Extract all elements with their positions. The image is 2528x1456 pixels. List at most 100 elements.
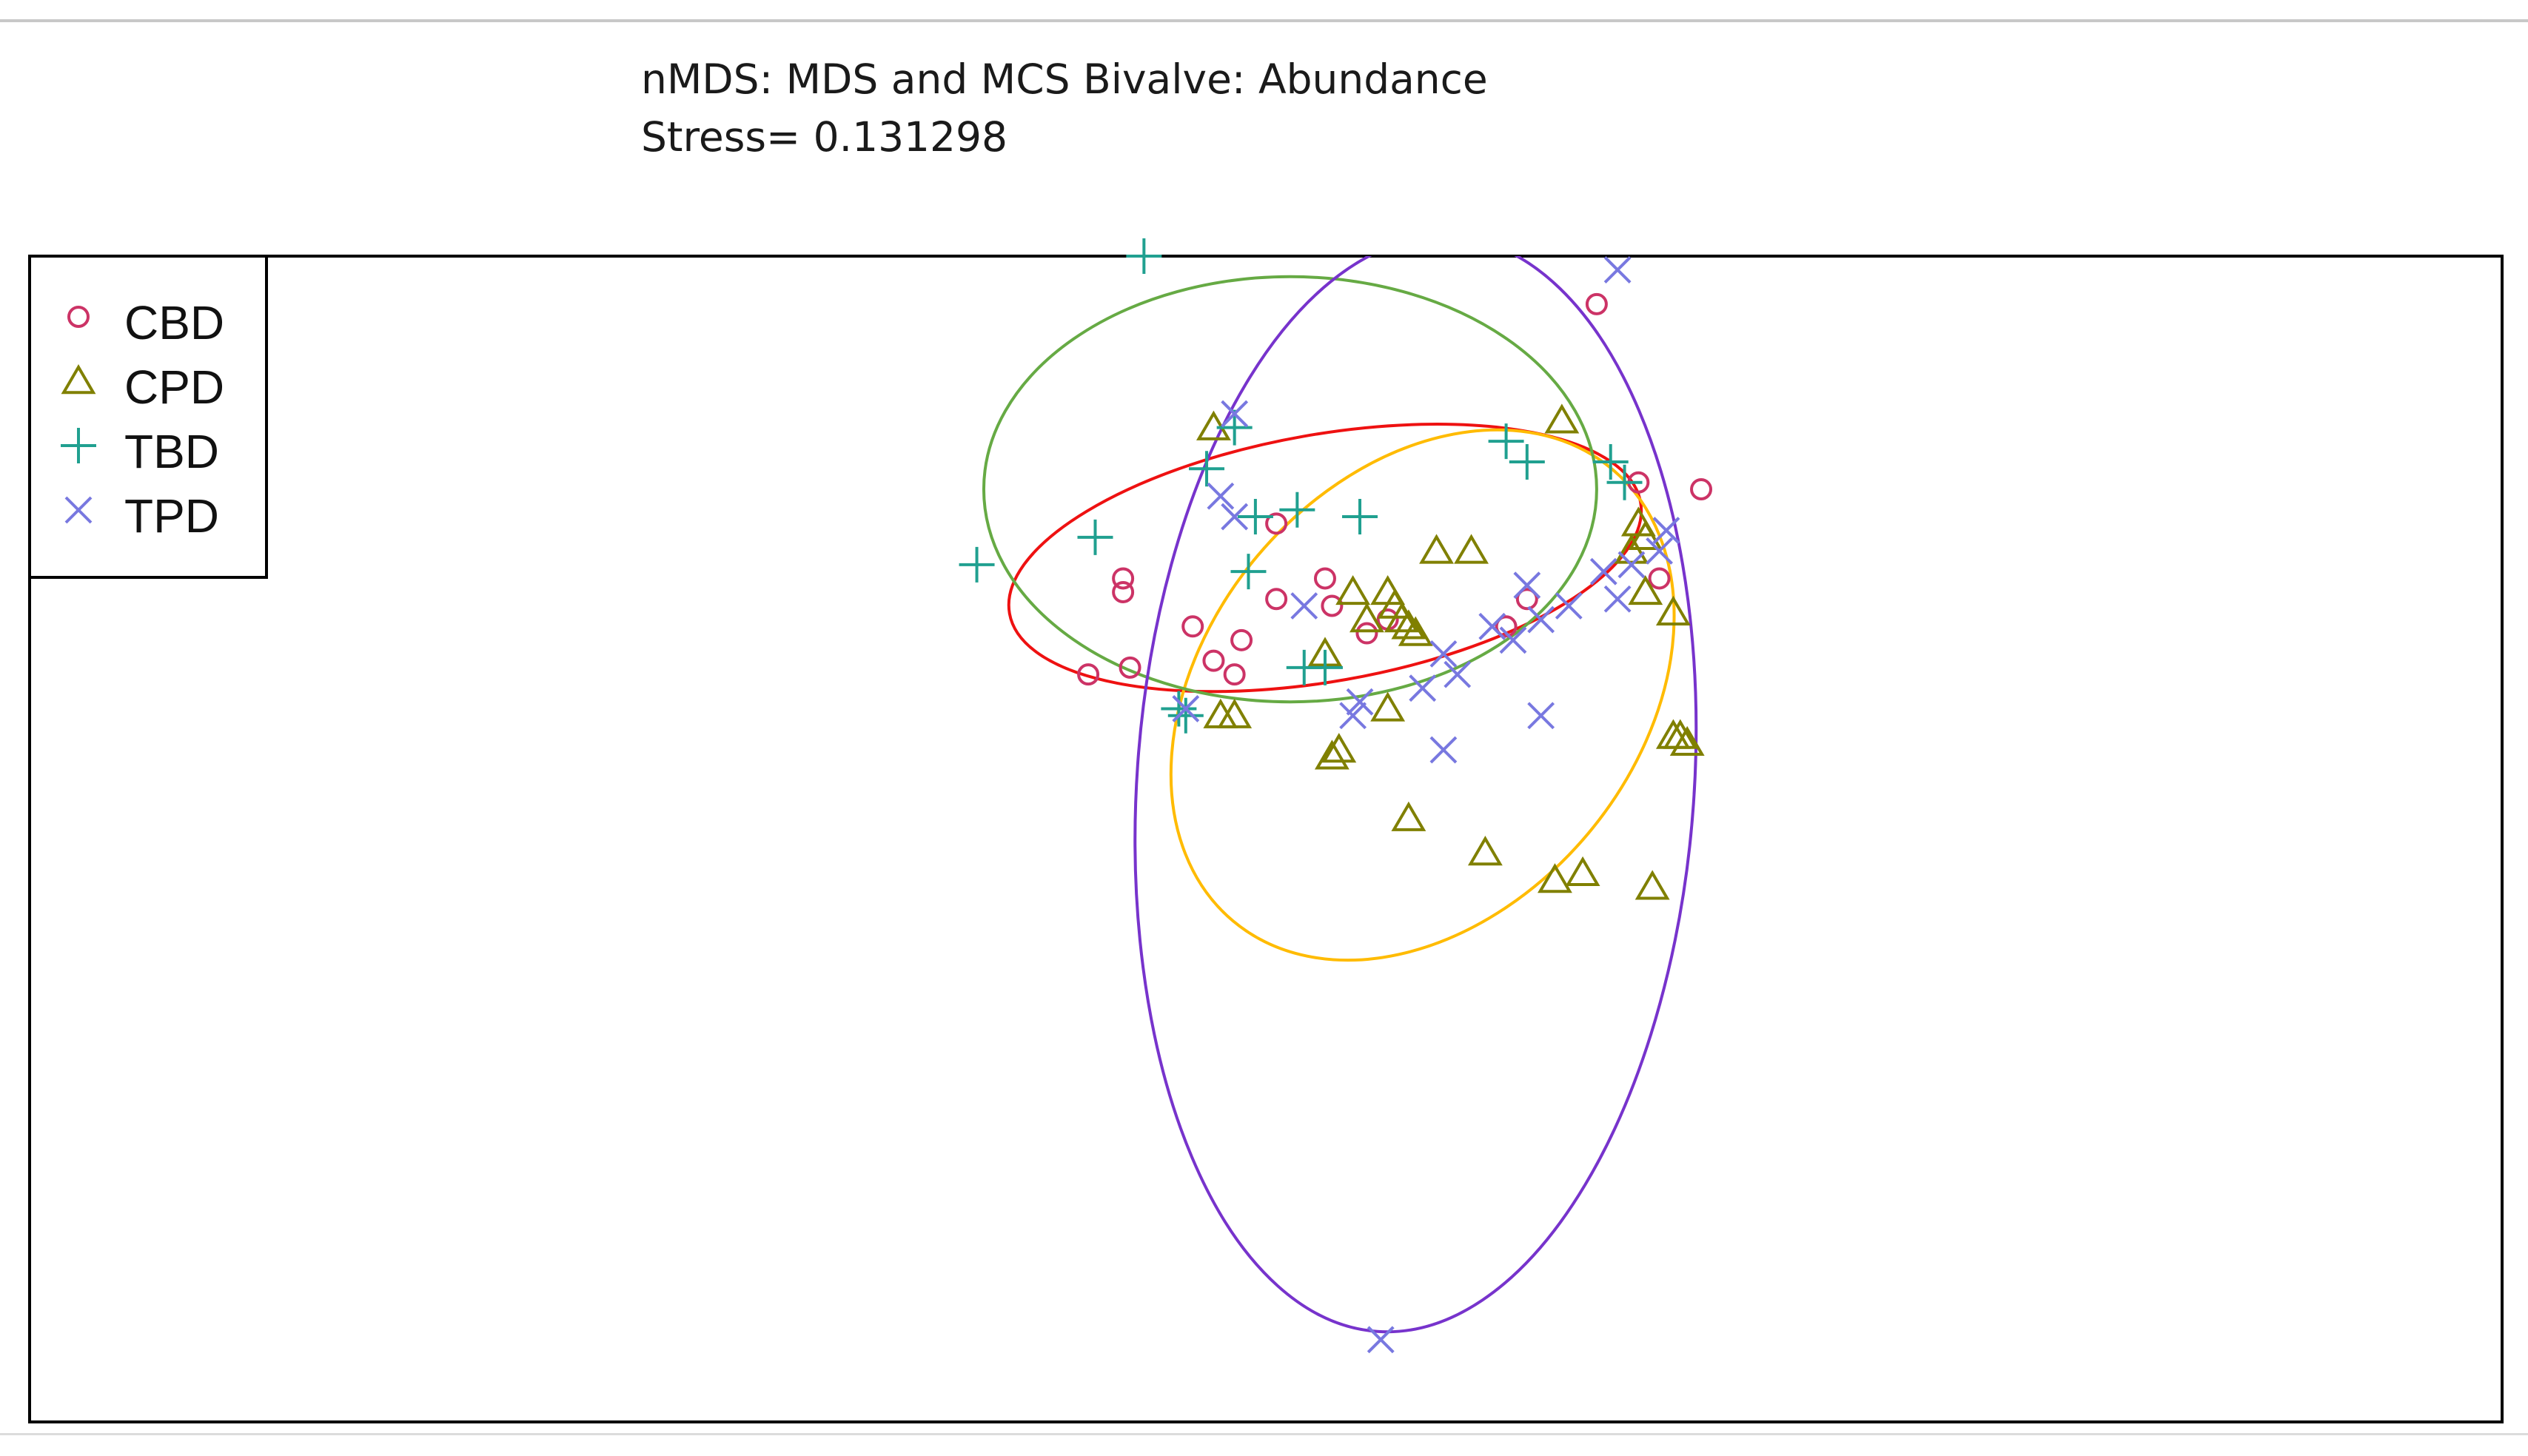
ellipse-tbd (982, 275, 1598, 704)
point-tbd (1592, 443, 1629, 480)
point-cbd (1690, 478, 1713, 500)
point-cpd (1467, 836, 1503, 866)
point-cbd (1181, 615, 1204, 638)
point-cpd (1663, 719, 1698, 749)
series-tpd (1172, 256, 1680, 1354)
point-tpd (1207, 482, 1235, 510)
point-cbd (1202, 649, 1225, 672)
ellipse-tpd (1133, 256, 1698, 1334)
point-tbd (1237, 499, 1273, 535)
point-tpd (1409, 674, 1437, 702)
point-cbd (1495, 615, 1518, 638)
point-tbd (1286, 649, 1322, 685)
legend-marker-cpd (61, 364, 96, 395)
point-cbd (1112, 567, 1135, 590)
point-tpd (1527, 702, 1555, 730)
point-cbd (1321, 594, 1344, 617)
point-tpd (1589, 557, 1617, 586)
point-cpd (1217, 698, 1253, 728)
point-cpd (1565, 856, 1600, 887)
legend-label-cpd: CPD (124, 360, 224, 414)
point-tpd (1555, 592, 1583, 620)
legend-item-tbd: TBD (61, 425, 219, 478)
point-cbd (1515, 588, 1538, 611)
point-tpd (1499, 626, 1527, 654)
point-tpd (1527, 605, 1555, 634)
point-tbd (1167, 697, 1204, 734)
point-tpd (1429, 640, 1458, 668)
ellipse-layer (982, 256, 1698, 1334)
point-cpd (1635, 870, 1670, 900)
point-cpd (1538, 863, 1572, 893)
point-tbd (1077, 519, 1113, 555)
legend-box (28, 255, 268, 579)
point-cpd (1391, 609, 1426, 640)
point-tbd (1161, 691, 1197, 727)
point-cbd (1223, 663, 1246, 686)
point-cbd (1355, 622, 1378, 645)
legend-marker-tbd (61, 428, 96, 463)
point-tpd (1617, 551, 1646, 579)
plot-frame (28, 255, 2504, 1423)
point-cbd (1112, 580, 1135, 603)
point-tbd (1230, 554, 1267, 590)
point-cpd (1454, 534, 1489, 564)
point-tpd (1646, 537, 1673, 565)
bottom-divider (0, 1433, 2528, 1435)
point-cpd (1314, 739, 1350, 770)
point-tbd (1189, 451, 1225, 487)
legend-item-cpd: CPD (61, 360, 224, 414)
legend-item-tpd: TPD (64, 489, 219, 543)
point-cbd (1119, 656, 1141, 679)
point-tpd (1221, 503, 1249, 531)
point-tbd (1279, 492, 1315, 528)
point-tpd (1652, 517, 1680, 545)
point-tpd (1478, 612, 1506, 640)
legend-item-cbd: CBD (67, 296, 224, 349)
point-cbd (1230, 628, 1253, 651)
point-tpd (1603, 256, 1632, 284)
point-cbd (1313, 567, 1336, 590)
point-cpd (1628, 520, 1663, 551)
legend-label-tbd: TBD (124, 425, 219, 478)
point-cbd (1265, 588, 1288, 611)
point-tbd (1606, 464, 1643, 500)
point-tpd (1513, 571, 1541, 600)
point-cbd (1265, 512, 1288, 535)
point-cpd (1544, 403, 1580, 434)
top-divider (0, 19, 2528, 22)
point-cpd (1321, 733, 1357, 763)
point-cpd (1370, 691, 1406, 722)
point-tpd (1346, 688, 1374, 716)
point-cpd (1349, 603, 1384, 633)
point-tpd (1444, 660, 1472, 688)
legend-marker-cbd (67, 306, 90, 328)
point-tpd (1339, 702, 1367, 730)
series-cbd (1077, 292, 1713, 686)
point-tpd (1290, 592, 1318, 620)
chart-title: nMDS: MDS and MCS Bivalve: Abundance (641, 56, 1488, 103)
point-cpd (1655, 595, 1691, 625)
point-cpd (1419, 534, 1454, 564)
point-cbd (1648, 567, 1671, 590)
point-cpd (1398, 616, 1433, 646)
point-cpd (1669, 725, 1705, 756)
point-tbd (1509, 443, 1545, 480)
legend-marker-tpd (64, 496, 93, 524)
ellipse-cpd (1169, 428, 1676, 962)
point-tbd (1342, 499, 1378, 535)
point-cpd (1391, 801, 1426, 831)
point-cbd (1077, 663, 1100, 686)
point-cpd (1384, 603, 1419, 633)
legend-label-tpd: TPD (124, 489, 219, 543)
legend-label-cbd: CBD (124, 296, 224, 349)
stress-value: Stress= 0.131298 (641, 113, 1008, 161)
legend: CBD CPD TBD TPD (28, 255, 268, 579)
point-tpd (1172, 695, 1200, 722)
point-tpd (1221, 400, 1249, 428)
point-tpd (1603, 585, 1632, 613)
series-tbd (959, 238, 1643, 734)
point-cpd (1628, 575, 1663, 605)
point-tpd (1429, 736, 1458, 764)
